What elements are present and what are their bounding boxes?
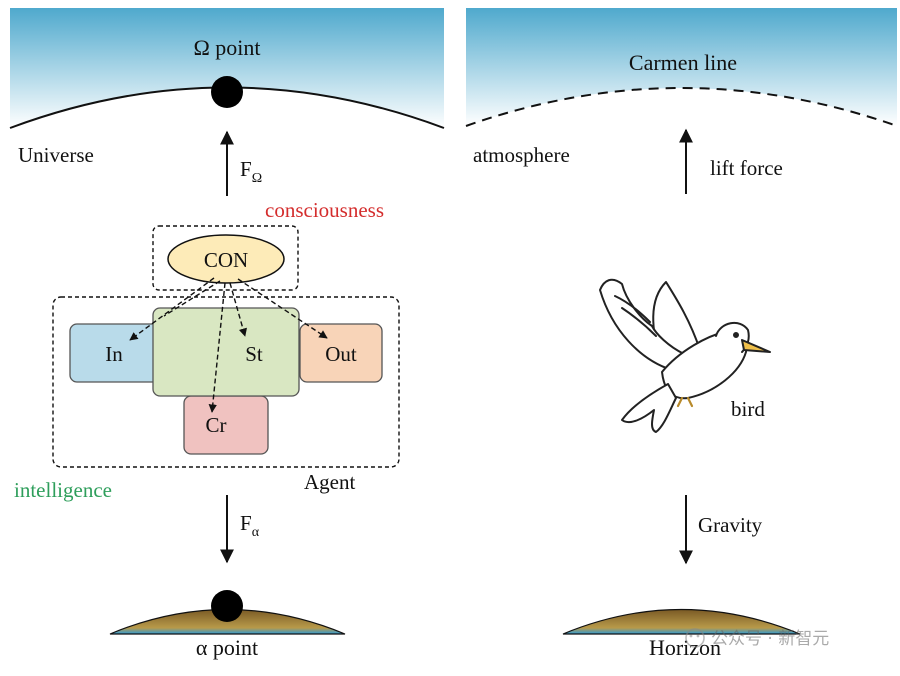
- st-node: [152, 307, 300, 397]
- lift-force-label: lift force: [710, 156, 783, 180]
- bird-icon: [599, 278, 771, 433]
- horizon-ground: [562, 608, 801, 635]
- intelligence-label: intelligence: [14, 478, 112, 502]
- out-label: Out: [325, 342, 357, 366]
- right-panel: Carmen line atmosphere lift force bird: [465, 8, 898, 660]
- left-panel: Ω point Universe FΩ consciousness CON In…: [9, 8, 445, 660]
- bird-label: bird: [731, 397, 765, 421]
- st-label: St: [245, 342, 263, 366]
- force-omega-label: FΩ: [240, 157, 262, 186]
- carmen-line-label: Carmen line: [629, 50, 737, 75]
- universe-sky-band: [10, 8, 444, 128]
- gravity-label: Gravity: [698, 513, 763, 537]
- consciousness-box: [152, 225, 299, 291]
- omega-point-label: Ω point: [193, 35, 260, 60]
- horizon-label: Horizon: [649, 635, 721, 660]
- alpha-point-dot: [211, 590, 243, 622]
- con-to-in-arrow: [129, 277, 215, 341]
- con-dashed-arrows: [129, 277, 328, 413]
- con-node: [167, 234, 285, 284]
- consciousness-label: consciousness: [265, 198, 384, 222]
- universe-label: Universe: [18, 143, 94, 167]
- con-to-out-arrow: [237, 278, 328, 339]
- force-alpha-label: Fα: [240, 511, 260, 540]
- carmen-line-dashed: [465, 87, 898, 127]
- watermark-text: 公众号 · 新智元: [711, 629, 829, 649]
- alpha-point-label: α point: [196, 635, 258, 660]
- wechat-icon: [685, 628, 705, 648]
- atmosphere-label: atmosphere: [473, 143, 570, 167]
- con-label: CON: [204, 248, 248, 272]
- agent-box: [52, 296, 400, 468]
- con-to-st-arrow: [229, 282, 247, 337]
- omega-point-dot: [211, 76, 243, 108]
- con-to-cr-arrow: [208, 282, 226, 413]
- agent-label: Agent: [304, 470, 355, 494]
- con-to-st-left-arrow: [163, 280, 221, 317]
- out-node: [299, 323, 383, 383]
- in-label: In: [105, 342, 123, 366]
- watermark: 公众号 · 新智元: [685, 628, 829, 649]
- cr-label: Cr: [206, 413, 227, 437]
